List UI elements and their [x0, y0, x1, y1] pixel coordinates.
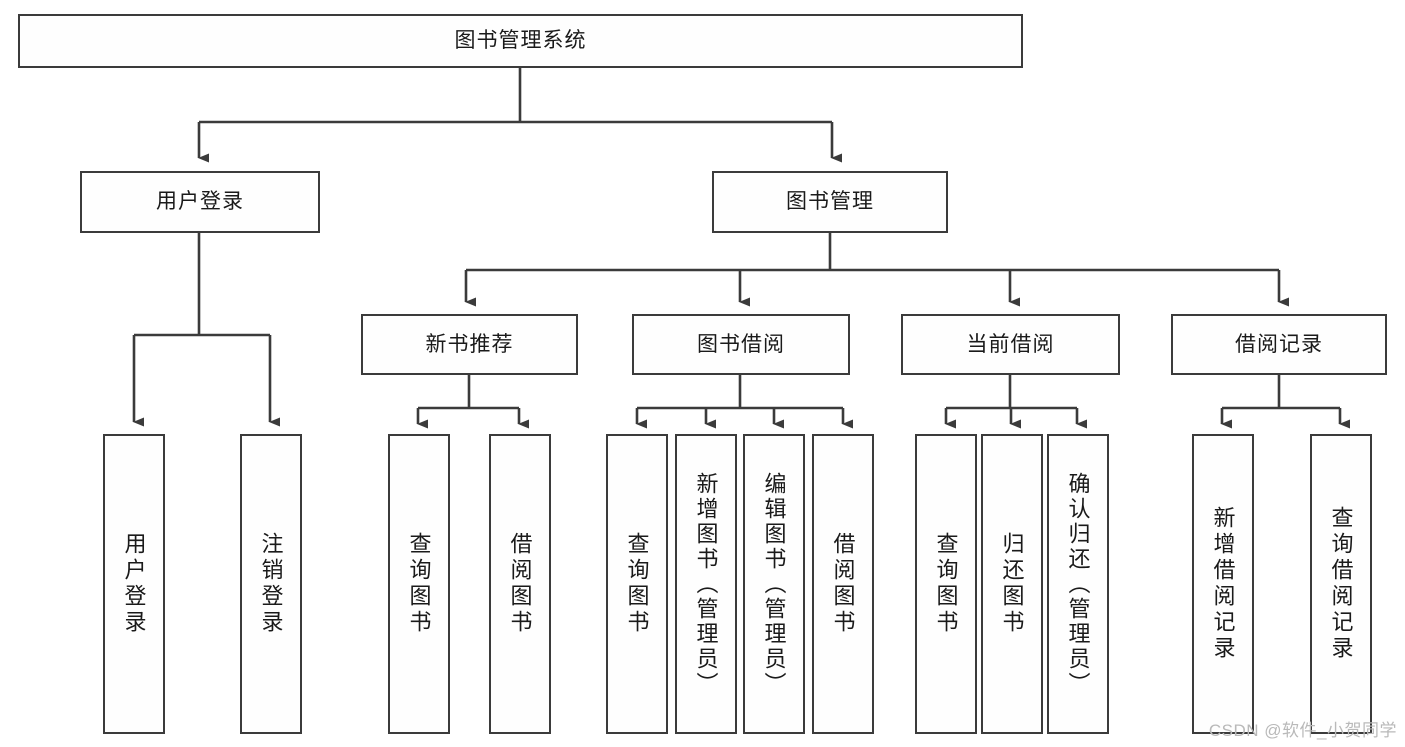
node-root-label: 图书管理系统 [454, 29, 587, 53]
node-leaf-query-book-2-label: 查询图书 [624, 532, 650, 636]
node-leaf-borrow-book-2[interactable]: 借阅图书 [812, 434, 874, 734]
node-leaf-query-book-3-label: 查询图书 [933, 532, 959, 636]
node-leaf-user-login[interactable]: 用户登录 [103, 434, 165, 734]
node-book-borrow[interactable]: 图书借阅 [632, 314, 850, 375]
node-leaf-query-book-2[interactable]: 查询图书 [606, 434, 668, 734]
node-leaf-query-book-1-label: 查询图书 [406, 532, 432, 636]
node-book-management-label: 图书管理 [786, 190, 874, 214]
node-leaf-confirm-return[interactable]: 确认归还（管理员） [1047, 434, 1109, 734]
node-leaf-add-book-label: 新增图书（管理员） [693, 471, 719, 697]
node-leaf-confirm-return-label: 确认归还（管理员） [1065, 471, 1091, 697]
node-book-borrow-label: 图书借阅 [697, 332, 785, 356]
node-leaf-logout-login-label: 注销登录 [258, 532, 284, 636]
node-leaf-query-record-label: 查询借阅记录 [1328, 506, 1354, 662]
node-leaf-return-book[interactable]: 归还图书 [981, 434, 1043, 734]
node-leaf-borrow-book-1[interactable]: 借阅图书 [489, 434, 551, 734]
node-leaf-logout-login[interactable]: 注销登录 [240, 434, 302, 734]
node-leaf-query-book-1[interactable]: 查询图书 [388, 434, 450, 734]
node-borrow-record[interactable]: 借阅记录 [1171, 314, 1387, 375]
node-root[interactable]: 图书管理系统 [18, 14, 1023, 68]
node-leaf-borrow-book-1-label: 借阅图书 [507, 532, 533, 636]
node-leaf-edit-book-label: 编辑图书（管理员） [761, 471, 787, 697]
node-leaf-edit-book[interactable]: 编辑图书（管理员） [743, 434, 805, 734]
node-new-book-recommend[interactable]: 新书推荐 [361, 314, 578, 375]
node-leaf-add-record-label: 新增借阅记录 [1210, 506, 1236, 662]
node-leaf-query-record[interactable]: 查询借阅记录 [1310, 434, 1372, 734]
node-leaf-query-book-3[interactable]: 查询图书 [915, 434, 977, 734]
node-book-management[interactable]: 图书管理 [712, 171, 948, 233]
watermark-label: CSDN @软件_小贺同学 [1208, 721, 1397, 740]
node-leaf-add-book[interactable]: 新增图书（管理员） [675, 434, 737, 734]
node-user-login[interactable]: 用户登录 [80, 171, 320, 233]
node-new-book-recommend-label: 新书推荐 [425, 332, 514, 356]
node-leaf-add-record[interactable]: 新增借阅记录 [1192, 434, 1254, 734]
node-current-borrow[interactable]: 当前借阅 [901, 314, 1120, 375]
node-user-login-label: 用户登录 [156, 190, 244, 214]
node-current-borrow-label: 当前借阅 [966, 332, 1055, 356]
node-leaf-return-book-label: 归还图书 [999, 532, 1025, 636]
node-borrow-record-label: 借阅记录 [1235, 332, 1323, 356]
node-leaf-borrow-book-2-label: 借阅图书 [830, 532, 856, 636]
node-leaf-user-login-label: 用户登录 [121, 532, 147, 636]
